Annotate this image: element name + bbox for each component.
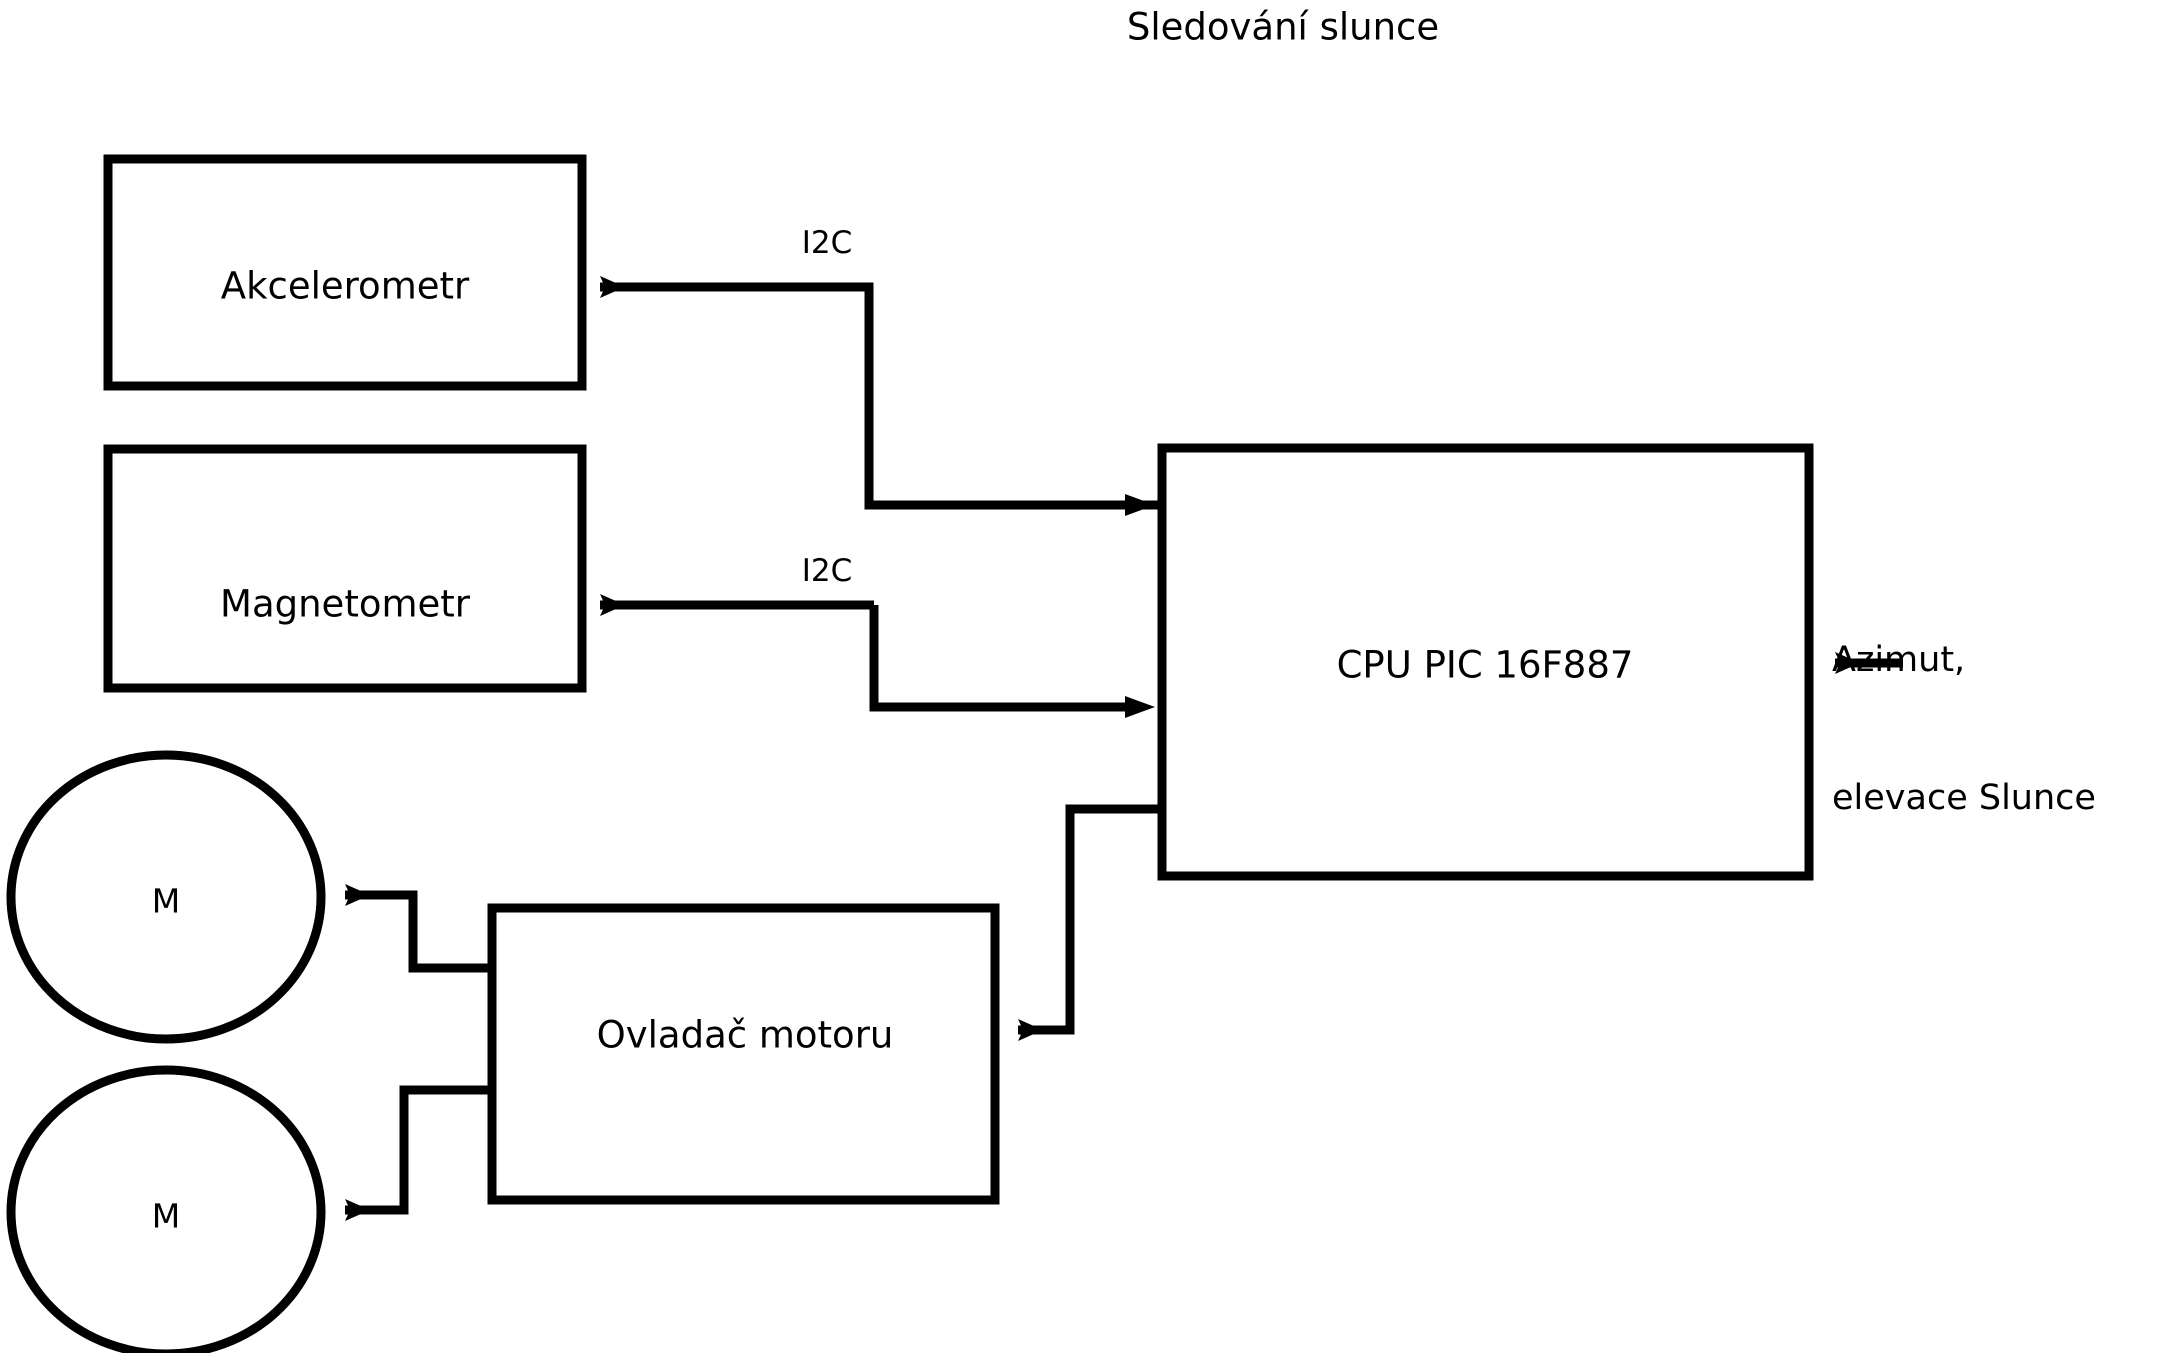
motor-driver-label: Ovladač motoru (596, 1013, 894, 1057)
i2c-magnetometer-label: I2C (801, 553, 853, 589)
edge-magnetometer-to-cpu-arrowhead (1125, 696, 1155, 718)
motor-driver-box[interactable] (487, 903, 1000, 1205)
page-title: Sledování slunce (1126, 5, 1440, 49)
motor-top-circle[interactable] (6, 750, 326, 1044)
magnetometer-box[interactable] (103, 444, 587, 693)
motor-bottom-label: M (151, 1196, 181, 1236)
sun-input-line-2: elevace Slunce (1832, 778, 2096, 818)
edge-magnetometer-step (869, 605, 1140, 712)
edge-accel-to-cpu-arrowhead (1125, 494, 1155, 516)
edge-cpu-to-motor-driver (1018, 804, 1162, 1041)
accelerometer-label: Akcelerometr (220, 264, 470, 308)
motor-top-label: M (151, 881, 181, 921)
i2c-accelerometer-label: I2C (801, 225, 853, 261)
cpu-label: CPU PIC 16F887 (1336, 643, 1634, 687)
sun-input-line-1: Azimut, (1832, 640, 1966, 680)
cpu-box[interactable] (1157, 443, 1814, 881)
edge-accelerometer-to-cpu (600, 282, 1140, 510)
accelerometer-box[interactable] (103, 154, 587, 391)
edge-motor-driver-to-motor-bottom (345, 1085, 492, 1221)
magnetometer-label: Magnetometr (220, 582, 470, 626)
edge-motor-driver-to-motor-top (345, 884, 492, 973)
motor-bottom-circle[interactable] (6, 1065, 326, 1353)
edge-cpu-to-accelerometer (600, 276, 1162, 510)
sun-input-label: Azimut, elevace Slunce (1832, 545, 2096, 913)
